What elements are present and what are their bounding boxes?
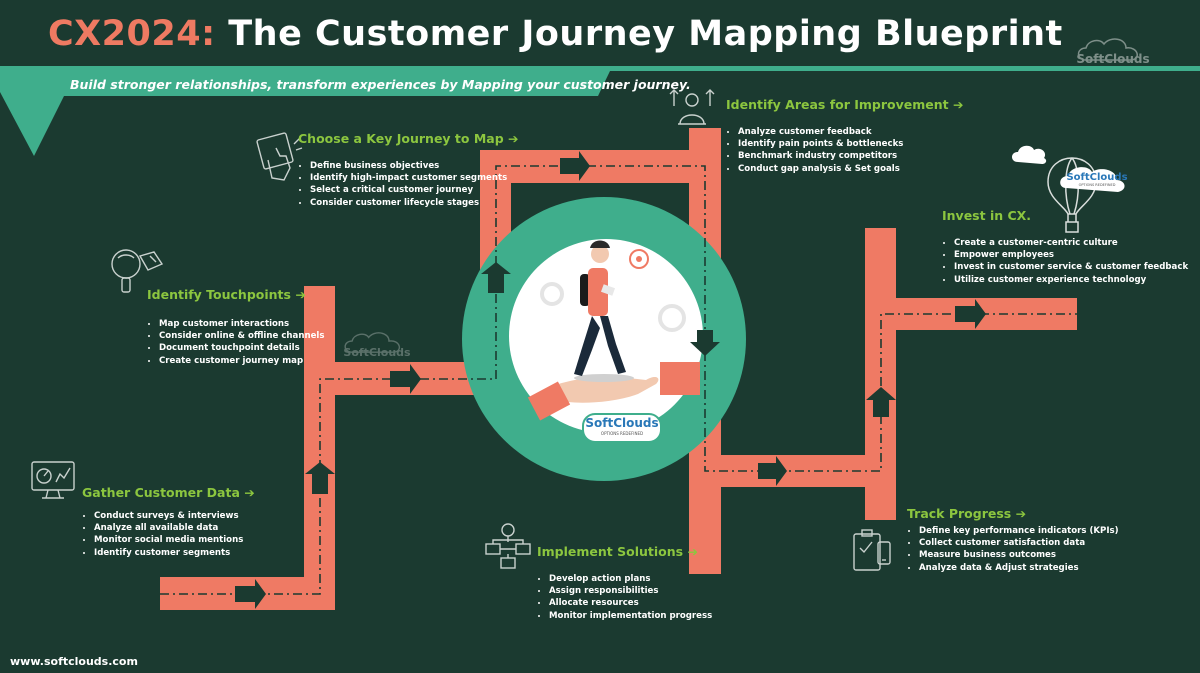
list-item: Consider online & offline channels [159,330,324,342]
stage-identify-touchpoints: Identify Touchpoints ➔ Map customer inte… [147,287,324,367]
stage-items: Define business objectives Identify high… [298,160,519,209]
dashboard-monitor-icon [31,461,75,499]
person-growth-icon [669,89,715,125]
stage-track-progress: Track Progress ➔ Define key performance … [907,506,1119,574]
stage-items: Map customer interactions Consider onlin… [147,318,324,367]
list-item: Empower employees [954,249,1188,261]
stage-title: Gather Customer Data ➔ [82,485,255,500]
cloud-logo-icon [1077,38,1138,61]
list-item: Allocate resources [549,597,712,609]
list-item: Define key performance indicators (KPIs) [919,525,1119,537]
title-accent: CX2024: [48,14,216,54]
stage-choose-key-journey: Choose a Key Journey to Map ➔ Define bus… [298,131,519,209]
title-main: The Customer Journey Mapping Blueprint [215,14,1063,54]
stage-identify-areas-improvement: Identify Areas for Improvement ➔ Analyze… [726,97,963,175]
center-logo: SoftClouds OPTIONS REDEFINED [582,413,662,443]
list-item: Develop action plans [549,573,712,585]
stage-title: Track Progress ➔ [907,506,1027,521]
stage-title: Identify Areas for Improvement ➔ [726,97,964,112]
magnifier-arrow-icon [111,249,164,293]
list-item: Identify high-impact customer segments [310,172,519,184]
list-item: Document touchpoint details [159,342,324,354]
hand-tap-icon [256,132,303,181]
list-item: Utilize customer experience technology [954,274,1188,286]
list-item: Analyze customer feedback [738,126,963,138]
stage-title: Invest in CX. [942,208,1032,223]
arrow-right-icon: ➔ [508,131,519,146]
list-item: Collect customer satisfaction data [919,537,1119,549]
list-item: Monitor social media mentions [94,534,255,546]
page-title: CX2024: The Customer Journey Mapping Blu… [48,14,1063,54]
stage-gather-customer-data: Gather Customer Data ➔ Conduct surveys &… [82,485,255,559]
watermark-logo: SoftClouds [336,330,418,359]
cloud-watermark-icon [344,332,401,353]
stage-invest-in-cx: Invest in CX. Create a customer-centric … [942,208,1188,286]
stage-implement-solutions: Implement Solutions ➔ Develop action pla… [537,544,712,622]
stage-title: Implement Solutions ➔ [537,544,698,559]
list-item: Measure business outcomes [919,549,1119,561]
list-item: Create a customer-centric culture [954,237,1188,249]
list-item: Analyze data & Adjust strategies [919,562,1119,574]
arrow-right-icon: ➔ [1015,506,1027,521]
clipboard-phone-icon [853,529,891,571]
stage-items: Analyze customer feedback Identify pain … [726,126,963,175]
flowchart-icon [485,523,531,569]
subtitle: Build stronger relationships, transform … [70,77,691,92]
list-item: Identify pain points & bottlenecks [738,138,963,150]
list-item: Conduct surveys & interviews [94,510,255,522]
list-item: Monitor implementation progress [549,610,712,622]
stage-items: Develop action plans Assign responsibili… [537,573,712,622]
stage-title: Identify Touchpoints ➔ [147,287,306,302]
balloon-logo: SoftClouds OPTIONS REDEFINED [1066,172,1128,187]
list-item: Invest in customer service & customer fe… [954,261,1188,273]
list-item: Analyze all available data [94,522,255,534]
stage-items: Conduct surveys & interviews Analyze all… [82,510,255,559]
arrow-right-icon: ➔ [295,287,306,302]
list-item: Assign responsibilities [549,585,712,597]
list-item: Map customer interactions [159,318,324,330]
list-item: Create customer journey map [159,355,324,367]
list-item: Define business objectives [310,160,519,172]
arrow-right-icon: ➔ [244,485,255,500]
hot-air-balloon-icon [1012,145,1125,233]
arrow-right-icon: ➔ [687,544,698,559]
list-item: Conduct gap analysis & Set goals [738,163,963,175]
list-item: Consider customer lifecycle stages [310,197,519,209]
customer-journey-illustration [527,240,686,421]
list-item: Benchmark industry competitors [738,150,963,162]
website-url: www.softclouds.com [10,655,138,668]
list-item: Identify customer segments [94,547,255,559]
stage-items: Define key performance indicators (KPIs)… [907,525,1119,574]
list-item: Select a critical customer journey [310,184,519,196]
brand-logo: SoftClouds [1072,36,1154,66]
arrow-right-icon: ➔ [953,97,964,112]
stage-items: Create a customer-centric culture Empowe… [942,237,1188,286]
stage-title: Choose a Key Journey to Map ➔ [298,131,519,146]
